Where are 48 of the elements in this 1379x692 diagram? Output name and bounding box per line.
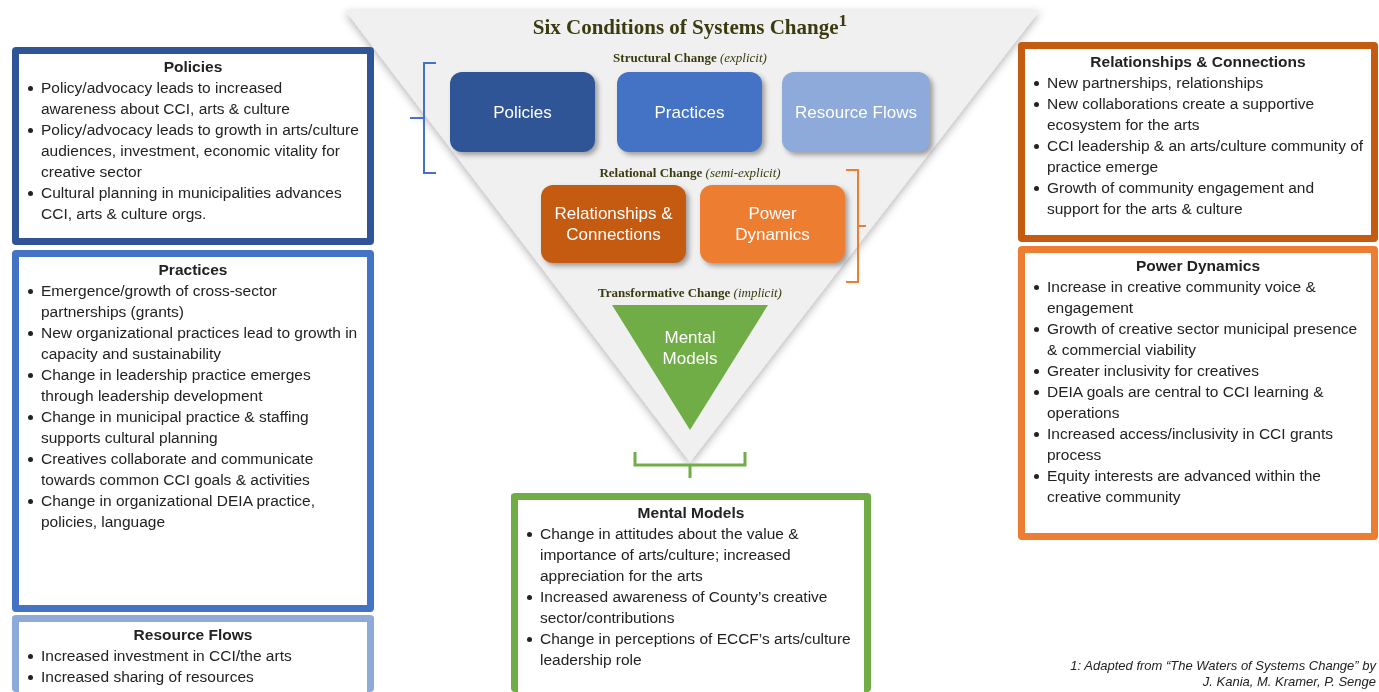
- panel-heading: Resource Flows: [132, 625, 254, 645]
- bullet-item: DEIA goals are central to CCI learning & operations: [1031, 381, 1365, 423]
- bullet-item: Increased access/inclusivity in CCI grants process: [1031, 423, 1365, 465]
- bullet-item: Change in municipal practice & staffing supports cultural planning: [25, 406, 361, 448]
- panel-heading: Policies: [162, 57, 224, 77]
- triangle-label: Mental Models: [661, 327, 719, 369]
- bullet-item: Increased investment in CCI/the arts: [25, 645, 361, 666]
- bullet-item: Cultural planning in municipalities advances CCI, arts & culture orgs.: [25, 182, 361, 224]
- bullet-item: New partnerships, relationships: [1031, 72, 1365, 93]
- condition-tile: Policies: [450, 72, 595, 152]
- bullet-item: Increased awareness of County’s creative sector/contributions: [524, 586, 858, 628]
- bullet-item: Increase in creative community voice & engagement: [1031, 276, 1365, 318]
- bullet-item: Emergence/growth of cross-sector partnerships (grants): [25, 280, 361, 322]
- bullet-item: New organizational practices lead to growth in capacity and sustainability: [25, 322, 361, 364]
- bullet-item: CCI leadership & an arts/culture community of practice emerge: [1031, 135, 1365, 177]
- outcome-panel: [12, 250, 374, 612]
- bullet-item: Change in organizational DEIA practice, policies, language: [25, 490, 361, 532]
- bullet-item: Policy/advocacy leads to growth in arts/culture audiences, investment, economic vitality for creative sector: [25, 119, 361, 182]
- panel-heading: Practices: [157, 260, 229, 280]
- section-heading: Relational Change (semi-explicit): [598, 165, 782, 181]
- bullet-item: Change in leadership practice emerges through leadership development: [25, 364, 361, 406]
- section-heading: Structural Change (explicit): [612, 50, 768, 66]
- outcome-panel: [1018, 246, 1378, 540]
- bullet-item: Change in attitudes about the value & importance of arts/culture; increased appreciation for the arts: [524, 523, 858, 586]
- outcome-panel: [12, 47, 374, 245]
- bullet-item: Growth of creative sector municipal presence & commercial viability: [1031, 318, 1365, 360]
- bullet-item: Creatives collaborate and communicate towards common CCI goals & activities: [25, 448, 361, 490]
- triangle-shape: [612, 305, 768, 430]
- bullet-item: Greater inclusivity for creatives: [1031, 360, 1365, 381]
- panel-heading: Power Dynamics: [1134, 256, 1262, 276]
- panel-heading: Relationships & Connections: [1089, 52, 1307, 72]
- condition-tile: Relationships & Connections: [541, 185, 686, 263]
- bullet-item: New collaborations create a supportive ecosystem for the arts: [1031, 93, 1365, 135]
- bullet-item: Increased sharing of resources: [25, 666, 361, 687]
- bullet-item: Change in perceptions of ECCF’s arts/culture leadership role: [524, 628, 858, 670]
- outcome-panel: [12, 615, 374, 692]
- condition-tile: Power Dynamics: [700, 185, 845, 263]
- footnote: 1: Adapted from “The Waters of Systems Change” by J. Kania, M. Kramer, P. Senge: [1069, 658, 1376, 690]
- outcome-panel: [511, 493, 871, 692]
- bullet-item: Growth of community engagement and support for the arts & culture: [1031, 177, 1365, 219]
- panel-heading: Mental Models: [636, 503, 746, 523]
- diagram-title: Six Conditions of Systems Change$^{1}$: [531, 10, 849, 40]
- bullet-item: Equity interests are advanced within the creative community: [1031, 465, 1365, 507]
- condition-tile: Practices: [617, 72, 762, 152]
- bullet-item: Policy/advocacy leads to increased awareness about CCI, arts & culture: [25, 77, 361, 119]
- condition-tile: Resource Flows: [782, 72, 930, 152]
- outcome-panel: [1018, 42, 1378, 242]
- section-heading: Transformative Change (implicit): [597, 285, 783, 301]
